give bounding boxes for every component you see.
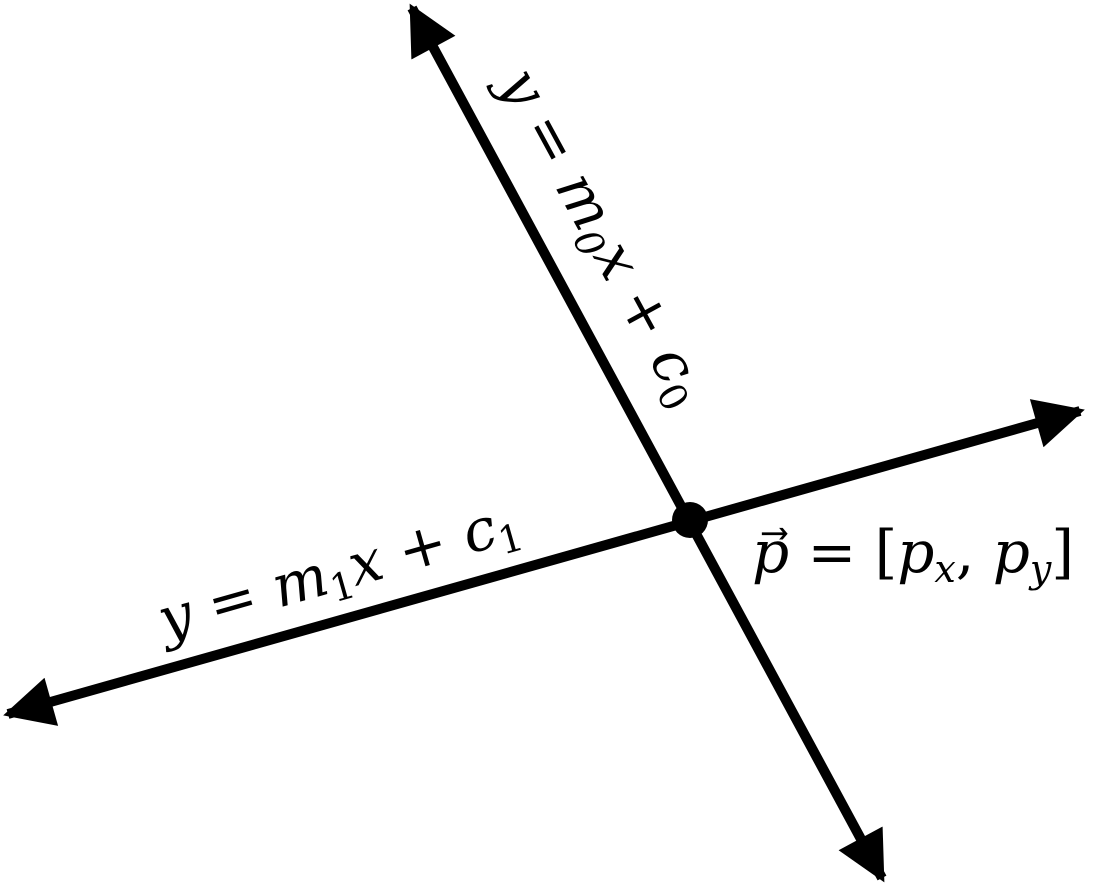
line-1-equation: y = m1x + c1 bbox=[147, 487, 528, 659]
line-1 bbox=[3, 399, 1085, 726]
point-label: p⃗ = [px, py] bbox=[752, 518, 1074, 591]
intersection-point bbox=[672, 502, 708, 538]
line-0 bbox=[407, 3, 887, 883]
line-0-equation: y = m0x + c0 bbox=[480, 54, 723, 419]
